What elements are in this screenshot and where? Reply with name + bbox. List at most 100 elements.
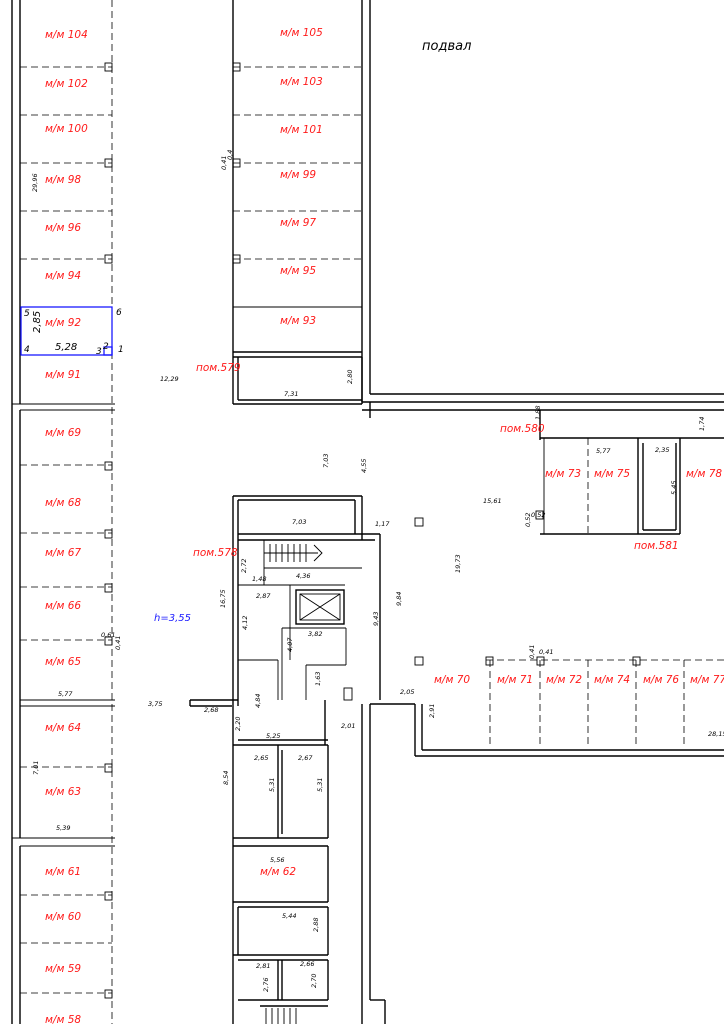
selection-annotations: 5,28 2,85 1 2 3 4 5 6 — [24, 308, 124, 357]
room-580: пом.580 — [500, 423, 545, 435]
dimension-d1561: 15,61 — [483, 497, 502, 505]
dimension-d1675: 16,75 — [219, 589, 227, 608]
dimension-d531b: 5,31 — [316, 778, 324, 792]
dimension-d943: 9,43 — [372, 612, 380, 626]
dimension-d544: 5,44 — [282, 912, 296, 920]
dimension-d2996: 29,96 — [31, 173, 39, 192]
left-spot-dividers — [20, 62, 113, 999]
plan-title: подвал — [422, 39, 471, 54]
dimension-d455: 4,55 — [360, 459, 368, 473]
room-581: пом.581 — [634, 540, 679, 552]
dimension-d266: 2,66 — [300, 960, 314, 968]
dimension-d188: 1,88 — [534, 406, 542, 420]
spot-58: м/м 58 — [45, 1014, 81, 1024]
point-2: 2 — [103, 342, 109, 352]
dimension-d04: 0,4 — [226, 150, 234, 160]
point-5: 5 — [24, 309, 30, 319]
height-label: h=3,55 — [154, 613, 191, 624]
spot-60: м/м 60 — [45, 911, 81, 923]
spot-99: м/м 99 — [280, 169, 316, 181]
dimension-d205: 2,05 — [400, 688, 414, 696]
central-core — [189, 495, 381, 1024]
dimension-d2815: 28,15 — [708, 730, 724, 738]
dimension-d270: 2,70 — [310, 974, 318, 988]
spot-69: м/м 69 — [45, 427, 81, 439]
spot-67: м/м 67 — [45, 547, 81, 559]
dimension-d984: 9,84 — [395, 592, 403, 606]
dimension-labels: 29,96 0,41 0,4 12,29 7,31 2,80 7,03 4,55… — [31, 150, 724, 992]
spot-96: м/м 96 — [45, 222, 81, 234]
spot-93: м/м 93 — [280, 315, 316, 327]
dimension-d436: 4,36 — [296, 572, 310, 580]
dimension-d201: 2,01 — [341, 722, 355, 730]
spot-91: м/м 91 — [45, 369, 81, 381]
room-labels: пом.579 пом.580 пом.578 пом.581 — [193, 362, 679, 559]
middle-spot-dividers — [232, 62, 362, 264]
spot-73: м/м 73 — [545, 468, 581, 480]
dimension-d484: 4,84 — [254, 694, 262, 708]
dimension-d041a: 0,41 — [220, 156, 228, 170]
selection-side-b: 2,85 — [32, 311, 43, 333]
spot-94: м/м 94 — [45, 270, 81, 282]
dimension-d382: 3,82 — [308, 630, 322, 638]
dimension-d1229: 12,29 — [160, 375, 179, 383]
spot-61: м/м 61 — [45, 866, 81, 878]
spot-104: м/м 104 — [45, 29, 88, 41]
dimension-d052a: 0,52 — [524, 513, 532, 527]
dimension-d407: 4,07 — [286, 637, 294, 652]
spot-64: м/м 64 — [45, 722, 81, 734]
point-3: 3 — [96, 347, 102, 357]
room-578: пом.578 — [193, 547, 238, 559]
spot-103: м/м 103 — [280, 76, 323, 88]
dimension-d041b: 0,41 — [528, 645, 536, 659]
dimension-d276: 2,76 — [262, 978, 270, 992]
dimension-d556: 5,56 — [270, 856, 284, 864]
spot-70: м/м 70 — [434, 674, 470, 686]
dimension-d531a: 5,31 — [268, 778, 276, 792]
dimension-d267: 2,67 — [298, 754, 313, 762]
spot-74: м/м 74 — [594, 674, 630, 686]
spot-78: м/м 78 — [686, 468, 722, 480]
dimension-d174: 1,74 — [698, 417, 706, 431]
room-579: пом.579 — [196, 362, 241, 374]
dimension-d1973: 19,73 — [454, 554, 462, 573]
spot-101: м/м 101 — [280, 124, 323, 136]
spot-65: м/м 65 — [45, 656, 81, 668]
dimension-d525: 5,25 — [266, 732, 280, 740]
spot-labels: м/м 104 м/м 102 м/м 100 м/м 98 м/м 96 м/… — [45, 27, 724, 1024]
spot-105: м/м 105 — [280, 27, 323, 39]
spot-72: м/м 72 — [546, 674, 582, 686]
dimension-d163: 1,63 — [314, 672, 322, 686]
spot-68: м/м 68 — [45, 497, 81, 509]
dimension-d545: 5,45 — [670, 481, 678, 495]
dimension-d265: 2,65 — [254, 754, 268, 762]
spot-92: м/м 92 — [45, 317, 81, 329]
selected-spot-92[interactable] — [20, 306, 113, 356]
dimension-d041d: 0,41 — [114, 636, 122, 650]
spot-102: м/м 102 — [45, 78, 88, 90]
dimension-d288: 2,88 — [312, 918, 320, 932]
spot-77: м/м 77 — [690, 674, 724, 686]
dimension-d287: 2,87 — [256, 592, 271, 600]
dimension-d291: 2,91 — [428, 704, 436, 718]
dimension-d281: 2,81 — [256, 962, 270, 970]
spot-66: м/м 66 — [45, 600, 81, 612]
point-4: 4 — [24, 345, 30, 355]
dimension-d701: 7,01 — [32, 761, 40, 775]
spot-98: м/м 98 — [45, 174, 81, 186]
dimension-d272: 2,72 — [240, 559, 248, 573]
dimension-d148: 1,48 — [252, 575, 266, 583]
dimension-d731: 7,31 — [284, 390, 298, 398]
dimension-d220: 2,20 — [234, 717, 242, 731]
point-6: 6 — [116, 308, 122, 318]
dimension-d235: 2,35 — [655, 446, 669, 454]
dimension-d412: 4,12 — [241, 616, 249, 630]
spot-100: м/м 100 — [45, 123, 88, 135]
dimension-d117: 1,17 — [375, 520, 390, 528]
dimension-d268: 2,68 — [204, 706, 218, 714]
dimension-d703b: 7,03 — [292, 518, 306, 526]
right-wing-walls — [361, 393, 724, 1024]
middle-column-walls — [232, 0, 371, 405]
dimension-d375: 3,75 — [148, 700, 162, 708]
